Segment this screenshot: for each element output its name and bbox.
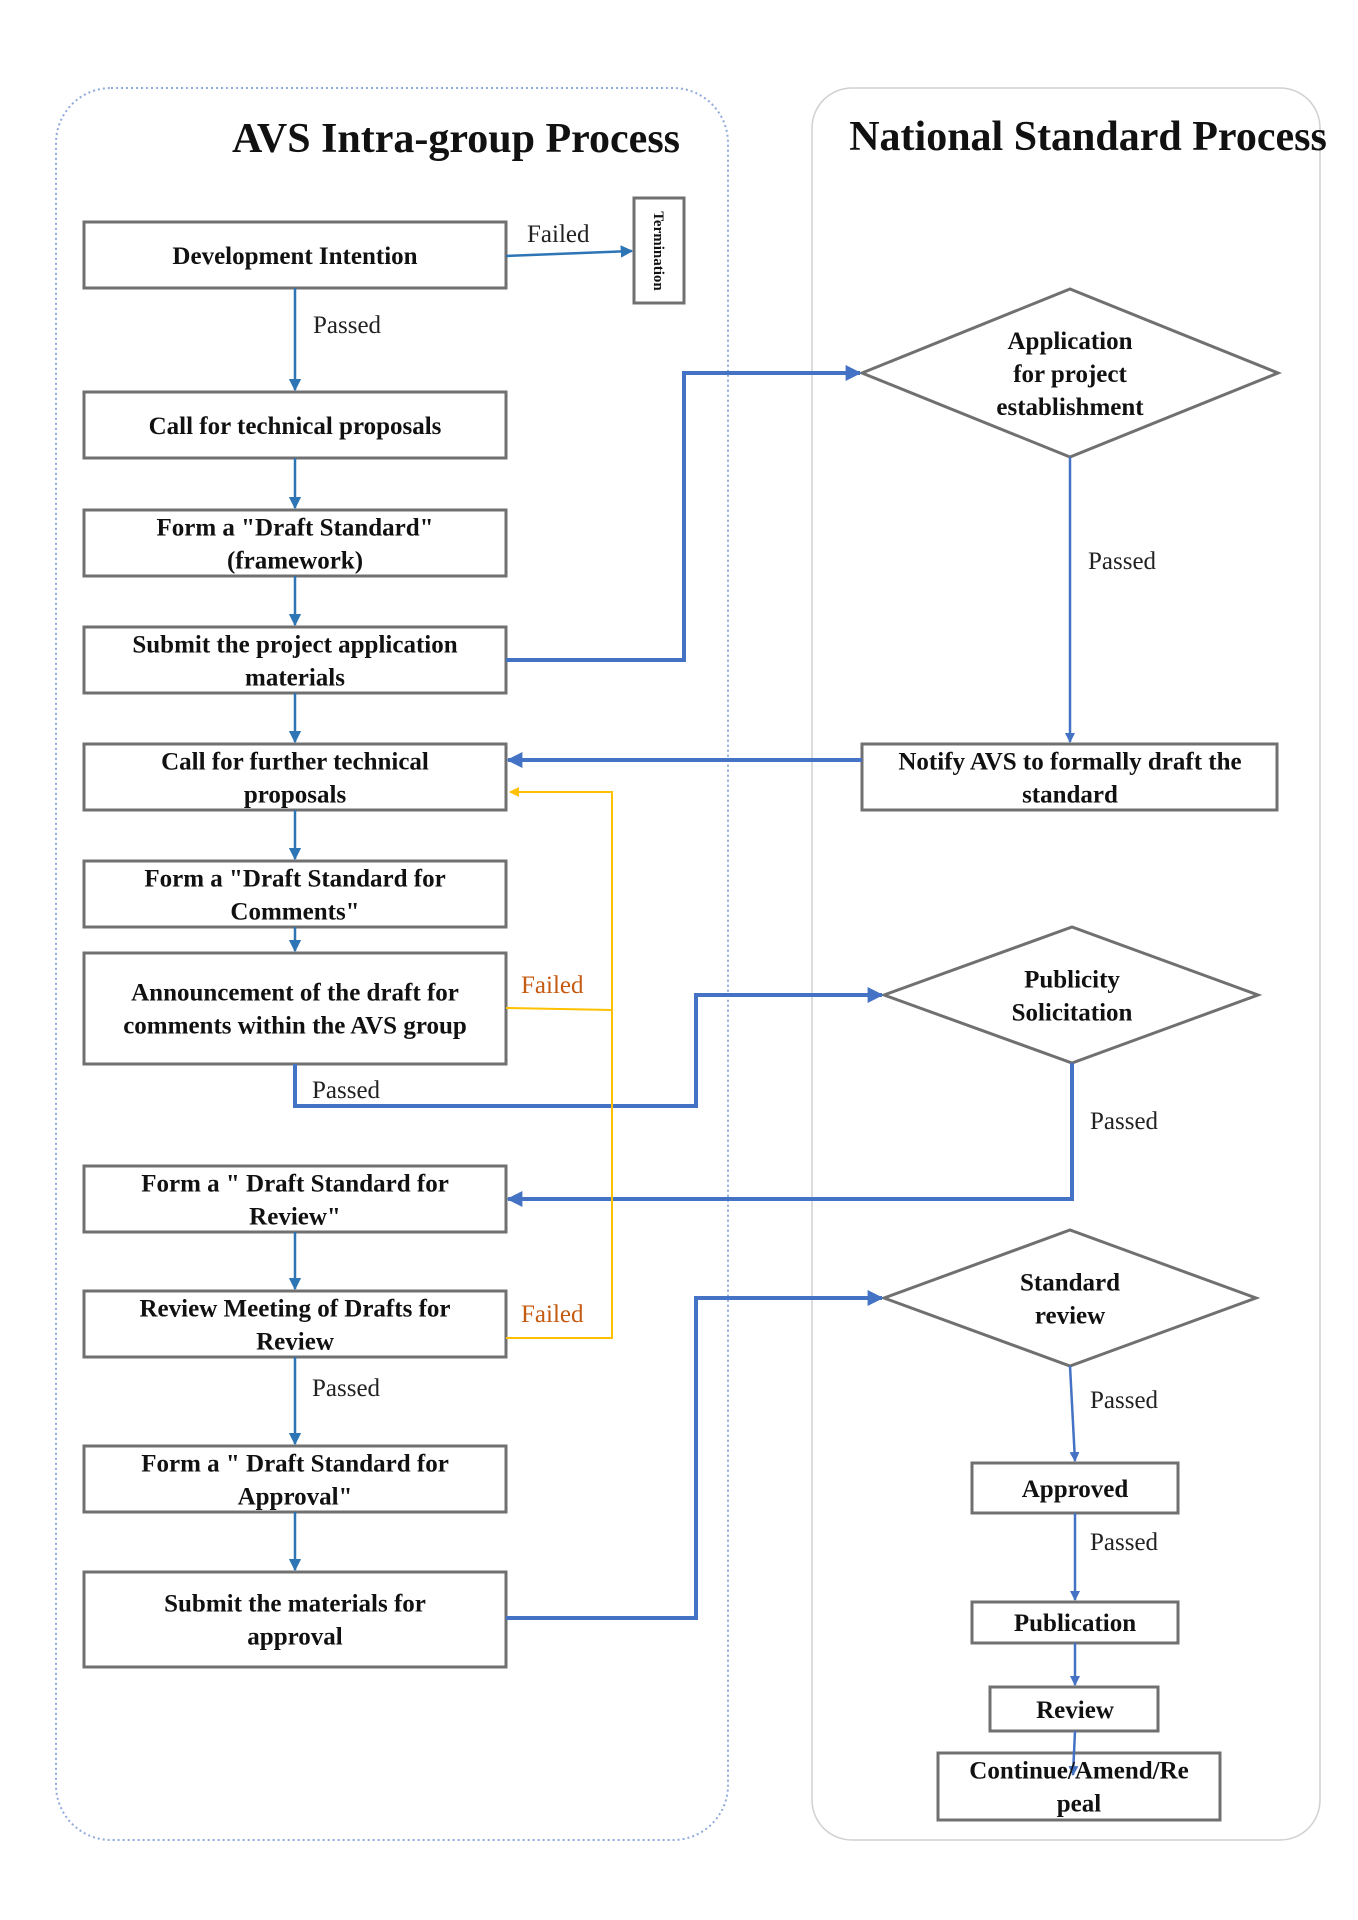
- node-application-establishment: [857, 287, 1283, 459]
- edge-submit-to-application: [506, 365, 862, 662]
- edge-failed-announcement: [505, 1007, 613, 1011]
- label-failed-meeting: Failed: [521, 1301, 584, 1328]
- edge-failed-meeting: [506, 1010, 613, 1339]
- node-termination-label: Termination: [650, 211, 666, 291]
- node-call-technical-proposals: [82, 390, 508, 460]
- label-failed-announcement: Failed: [521, 972, 584, 999]
- node-draft-standard-framework: [82, 508, 508, 578]
- edge-publicity-to-review: [506, 1063, 1074, 1207]
- label-failed-termination: Failed: [527, 221, 590, 248]
- node-continue-amend-repeal: [936, 1751, 1222, 1822]
- label-passed-approved: Passed: [1090, 1529, 1159, 1556]
- node-label-1: Call for technical proposals: [149, 413, 442, 440]
- node-label-2: Form a "Draft Standard"(framework): [156, 515, 433, 575]
- node-notify-avs: [860, 742, 1279, 812]
- node-label-approved: Approved: [1022, 1476, 1129, 1503]
- node-termination: [632, 196, 686, 305]
- left-panel-title: AVS Intra-group Process: [232, 116, 680, 162]
- label-passed-standard-review: Passed: [1090, 1387, 1159, 1414]
- label-passed-application: Passed: [1088, 548, 1157, 575]
- node-label-publication: Publication: [1014, 1610, 1136, 1637]
- node-publication: [970, 1600, 1180, 1645]
- right-panel-title: National Standard Process: [849, 114, 1327, 160]
- node-submit-approval: [82, 1570, 508, 1669]
- edge-dev-to-termination: [505, 245, 634, 258]
- node-label-0: Development Intention: [172, 243, 417, 270]
- edge-announcement-to-publicity: [293, 987, 884, 1108]
- edge-review-to-continue: [1068, 1730, 1079, 1776]
- label-passed-announcement: Passed: [312, 1077, 381, 1104]
- node-review: [988, 1685, 1160, 1733]
- node-label-review: Review: [1036, 1697, 1114, 1724]
- edge-failed-loop-main: [509, 787, 613, 1010]
- label-passed-dev: Passed: [313, 312, 382, 339]
- panel-national-standard: [811, 87, 1321, 1841]
- node-submit-application: [82, 625, 508, 695]
- edge-approval-to-standard-review: [506, 1290, 884, 1620]
- node-call-further-proposals: [82, 742, 508, 812]
- node-draft-for-comments: [82, 859, 508, 929]
- node-draft-for-review: [82, 1164, 508, 1234]
- node-approved: [970, 1461, 1180, 1515]
- label-passed-publicity: Passed: [1090, 1108, 1159, 1135]
- panel-avs-intra-group: [55, 87, 729, 1841]
- label-passed-meeting: Passed: [312, 1375, 381, 1402]
- node-publicity-solicitation: [879, 925, 1263, 1065]
- edge-standard-review-to-approved: [1068, 1365, 1080, 1462]
- node-standard-review: [879, 1228, 1261, 1368]
- node-announcement: [82, 951, 508, 1066]
